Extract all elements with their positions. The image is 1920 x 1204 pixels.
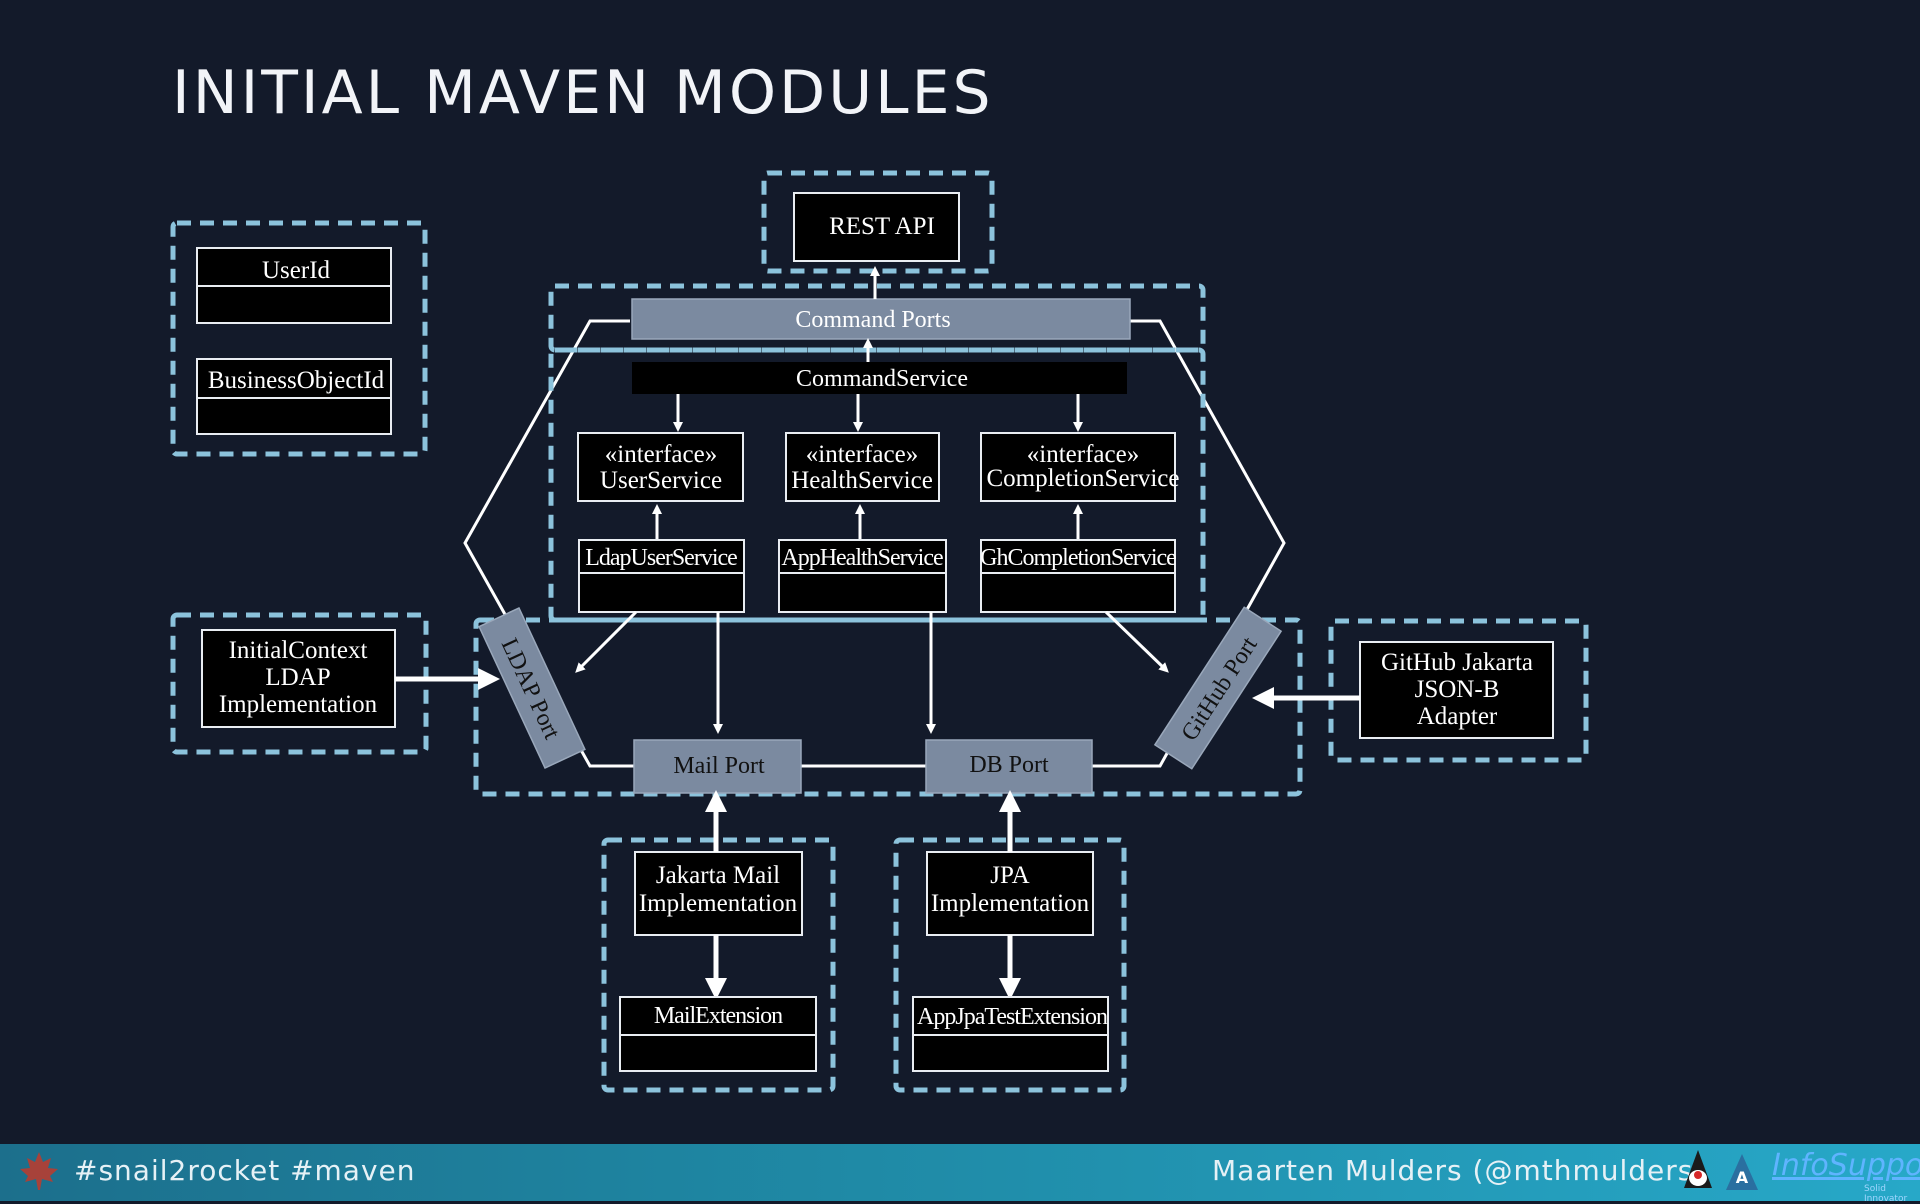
class-business-object-id	[196, 358, 392, 435]
module-domain-ids	[170, 220, 428, 457]
github-adapter-line-3: Adapter	[1417, 703, 1498, 730]
footer-bar: #snail2rocket #maven Maarten Mulders (@m…	[0, 1144, 1920, 1204]
module-ports	[473, 617, 1303, 797]
logo-tagline: Solid Innovator	[1864, 1184, 1908, 1204]
interface-health-service	[785, 432, 940, 502]
maple-leaf-icon	[20, 1152, 58, 1190]
command-service-box	[632, 362, 1127, 394]
impl-app-health-service-label: AppHealthService	[781, 545, 943, 571]
module-command-ports	[548, 283, 1206, 353]
interface-health-service-name: HealthService	[791, 467, 933, 494]
jpa-impl-line-2: Implementation	[931, 890, 1090, 917]
architecture-diagram: REST API Command Ports CommandService «i…	[170, 170, 1589, 1093]
mail-impl-line-2: Implementation	[639, 890, 798, 917]
rest-api-label: REST API	[829, 213, 935, 240]
app-jpa-test-extension-label: AppJpaTestExtension	[917, 1004, 1108, 1030]
interface-user-service	[577, 432, 744, 502]
mail-implementation-box	[634, 851, 803, 936]
infosupport-logo: InfoSupport Solid Innovator	[1768, 1148, 1920, 1204]
impl-gh-completion-service-label: GhCompletionService	[980, 545, 1176, 571]
command-service-label: CommandService	[796, 366, 968, 392]
module-core	[548, 347, 1206, 623]
impl-ldap-user-service-label: LdapUserService	[585, 545, 737, 571]
impl-app-health-service	[778, 539, 947, 613]
mail-port-label: Mail Port	[673, 753, 765, 779]
footer-author: Maarten Mulders (@mthmulders)	[1212, 1154, 1706, 1187]
jpa-impl-line-1: JPA	[990, 862, 1029, 889]
github-adapter-box	[1359, 641, 1554, 739]
svg-text:A: A	[1736, 1168, 1749, 1187]
module-jpa	[893, 837, 1127, 1093]
footer-hashtags: #snail2rocket #maven	[74, 1154, 416, 1187]
ldap-port: LDAP Port	[478, 607, 586, 769]
mail-impl-line-1: Jakarta Mail	[656, 862, 780, 889]
interface-completion-service-stereotype: «interface»	[1027, 441, 1139, 468]
github-port: GitHub Port	[1153, 606, 1283, 770]
impl-ldap-user-service	[578, 539, 745, 613]
interface-user-service-stereotype: «interface»	[605, 441, 717, 468]
impl-gh-completion-service	[980, 539, 1176, 613]
logo-text: InfoSupport	[1772, 1148, 1920, 1183]
module-github	[1328, 618, 1589, 763]
db-port-label: DB Port	[969, 752, 1049, 778]
rest-api-box	[793, 192, 960, 262]
interface-user-service-name: UserService	[600, 467, 722, 494]
interface-completion-service-name: CompletionService	[986, 465, 1179, 492]
command-ports-label: Command Ports	[795, 307, 950, 333]
jpa-implementation-box	[926, 851, 1094, 936]
class-business-object-id-label: BusinessObjectId	[208, 367, 385, 394]
mail-extension-label: MailExtension	[654, 1003, 783, 1029]
duke-icon	[1684, 1150, 1712, 1188]
github-adapter-line-2: JSON-B	[1415, 676, 1500, 703]
github-adapter-line-1: GitHub Jakarta	[1381, 649, 1533, 676]
ldap-impl-line-1: InitialContext	[229, 637, 368, 664]
ldap-impl-line-3: Implementation	[219, 691, 378, 718]
class-user-id-label: UserId	[262, 257, 331, 284]
interface-health-service-stereotype: «interface»	[806, 441, 918, 468]
module-mail	[601, 837, 836, 1093]
module-ldap	[170, 612, 429, 755]
interface-completion-service	[980, 432, 1176, 502]
ldap-impl-line-2: LDAP	[265, 664, 330, 691]
command-ports-box	[631, 298, 1131, 340]
a-letter-icon: A	[1726, 1154, 1758, 1190]
page-title: INITIAL MAVEN MODULES	[172, 58, 994, 128]
